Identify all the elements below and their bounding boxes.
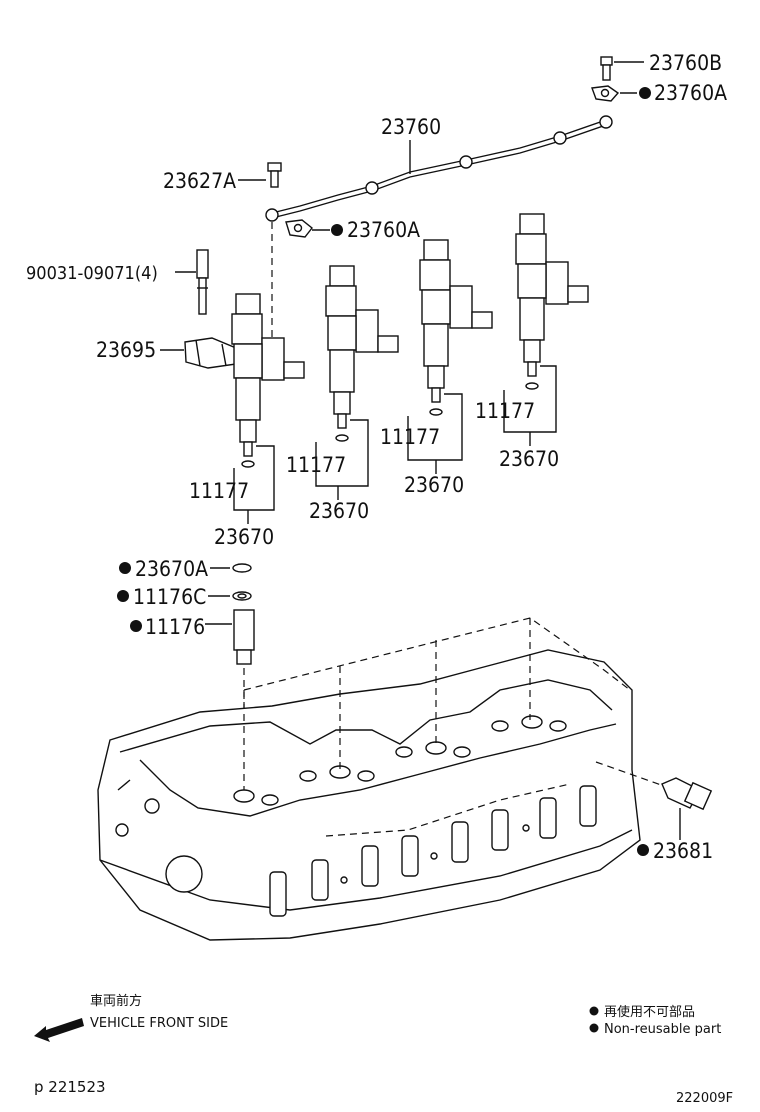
label-23760b: 23760B <box>649 51 722 75</box>
non-reusable-marker <box>331 224 343 236</box>
injector-4 <box>515 213 589 390</box>
non-reusable-marker <box>639 87 651 99</box>
front-arrow-icon <box>34 1018 84 1042</box>
label-23760a-mid: 23760A <box>347 218 420 242</box>
injector-sleeve-11176 <box>233 609 255 665</box>
injector-1 <box>231 293 305 468</box>
non-reusable-marker <box>119 562 131 574</box>
page-reference: p 221523 <box>34 1078 106 1096</box>
label-11177-3: 11177 <box>380 425 440 449</box>
label-23670-1: 23670 <box>214 525 274 549</box>
label-23695: 23695 <box>96 338 156 362</box>
label-23670-3: 23670 <box>404 473 464 497</box>
label-23681: 23681 <box>653 839 713 863</box>
label-23670a: 23670A <box>135 557 208 581</box>
o-ring-23670a <box>232 563 252 573</box>
label-11177-4: 11177 <box>475 399 535 423</box>
non-reusable-marker <box>130 620 142 632</box>
label-23670-4: 23670 <box>499 447 559 471</box>
label-11177-1: 11177 <box>189 479 249 503</box>
clamp-23760a-mid <box>285 219 313 238</box>
legend-label-en: Non-reusable part <box>604 1022 721 1037</box>
bolt-90031 <box>196 249 209 315</box>
direction-label-jp: 車両前方 <box>90 993 142 1009</box>
label-11176c: 11176C <box>133 585 206 609</box>
legend-marker-icon <box>589 1023 599 1033</box>
non-reusable-marker <box>637 844 649 856</box>
legend-marker-icon <box>589 1006 599 1016</box>
label-90031: 90031-09071(4) <box>26 263 158 284</box>
sleeve-23681 <box>661 777 713 811</box>
bolt-23627a <box>267 162 282 188</box>
injector-clamp-23695 <box>184 337 237 369</box>
label-11177-2: 11177 <box>286 453 346 477</box>
injector-3 <box>419 239 493 416</box>
label-23760: 23760 <box>381 115 441 139</box>
cylinder-head <box>97 649 641 941</box>
legend-label-jp: 再使用不可部品 <box>604 1004 695 1020</box>
label-11176: 11176 <box>145 615 205 639</box>
label-23760a-top: 23760A <box>654 81 727 105</box>
injector-2 <box>325 265 399 442</box>
non-reusable-marker <box>117 590 129 602</box>
bolt-23760b <box>600 56 613 81</box>
direction-label-en: VEHICLE FRONT SIDE <box>90 1016 228 1031</box>
label-23627a: 23627A <box>163 169 236 193</box>
clamp-23760a-top <box>591 85 620 102</box>
figure-code: 222009F <box>676 1091 733 1106</box>
label-23670-2: 23670 <box>309 499 369 523</box>
